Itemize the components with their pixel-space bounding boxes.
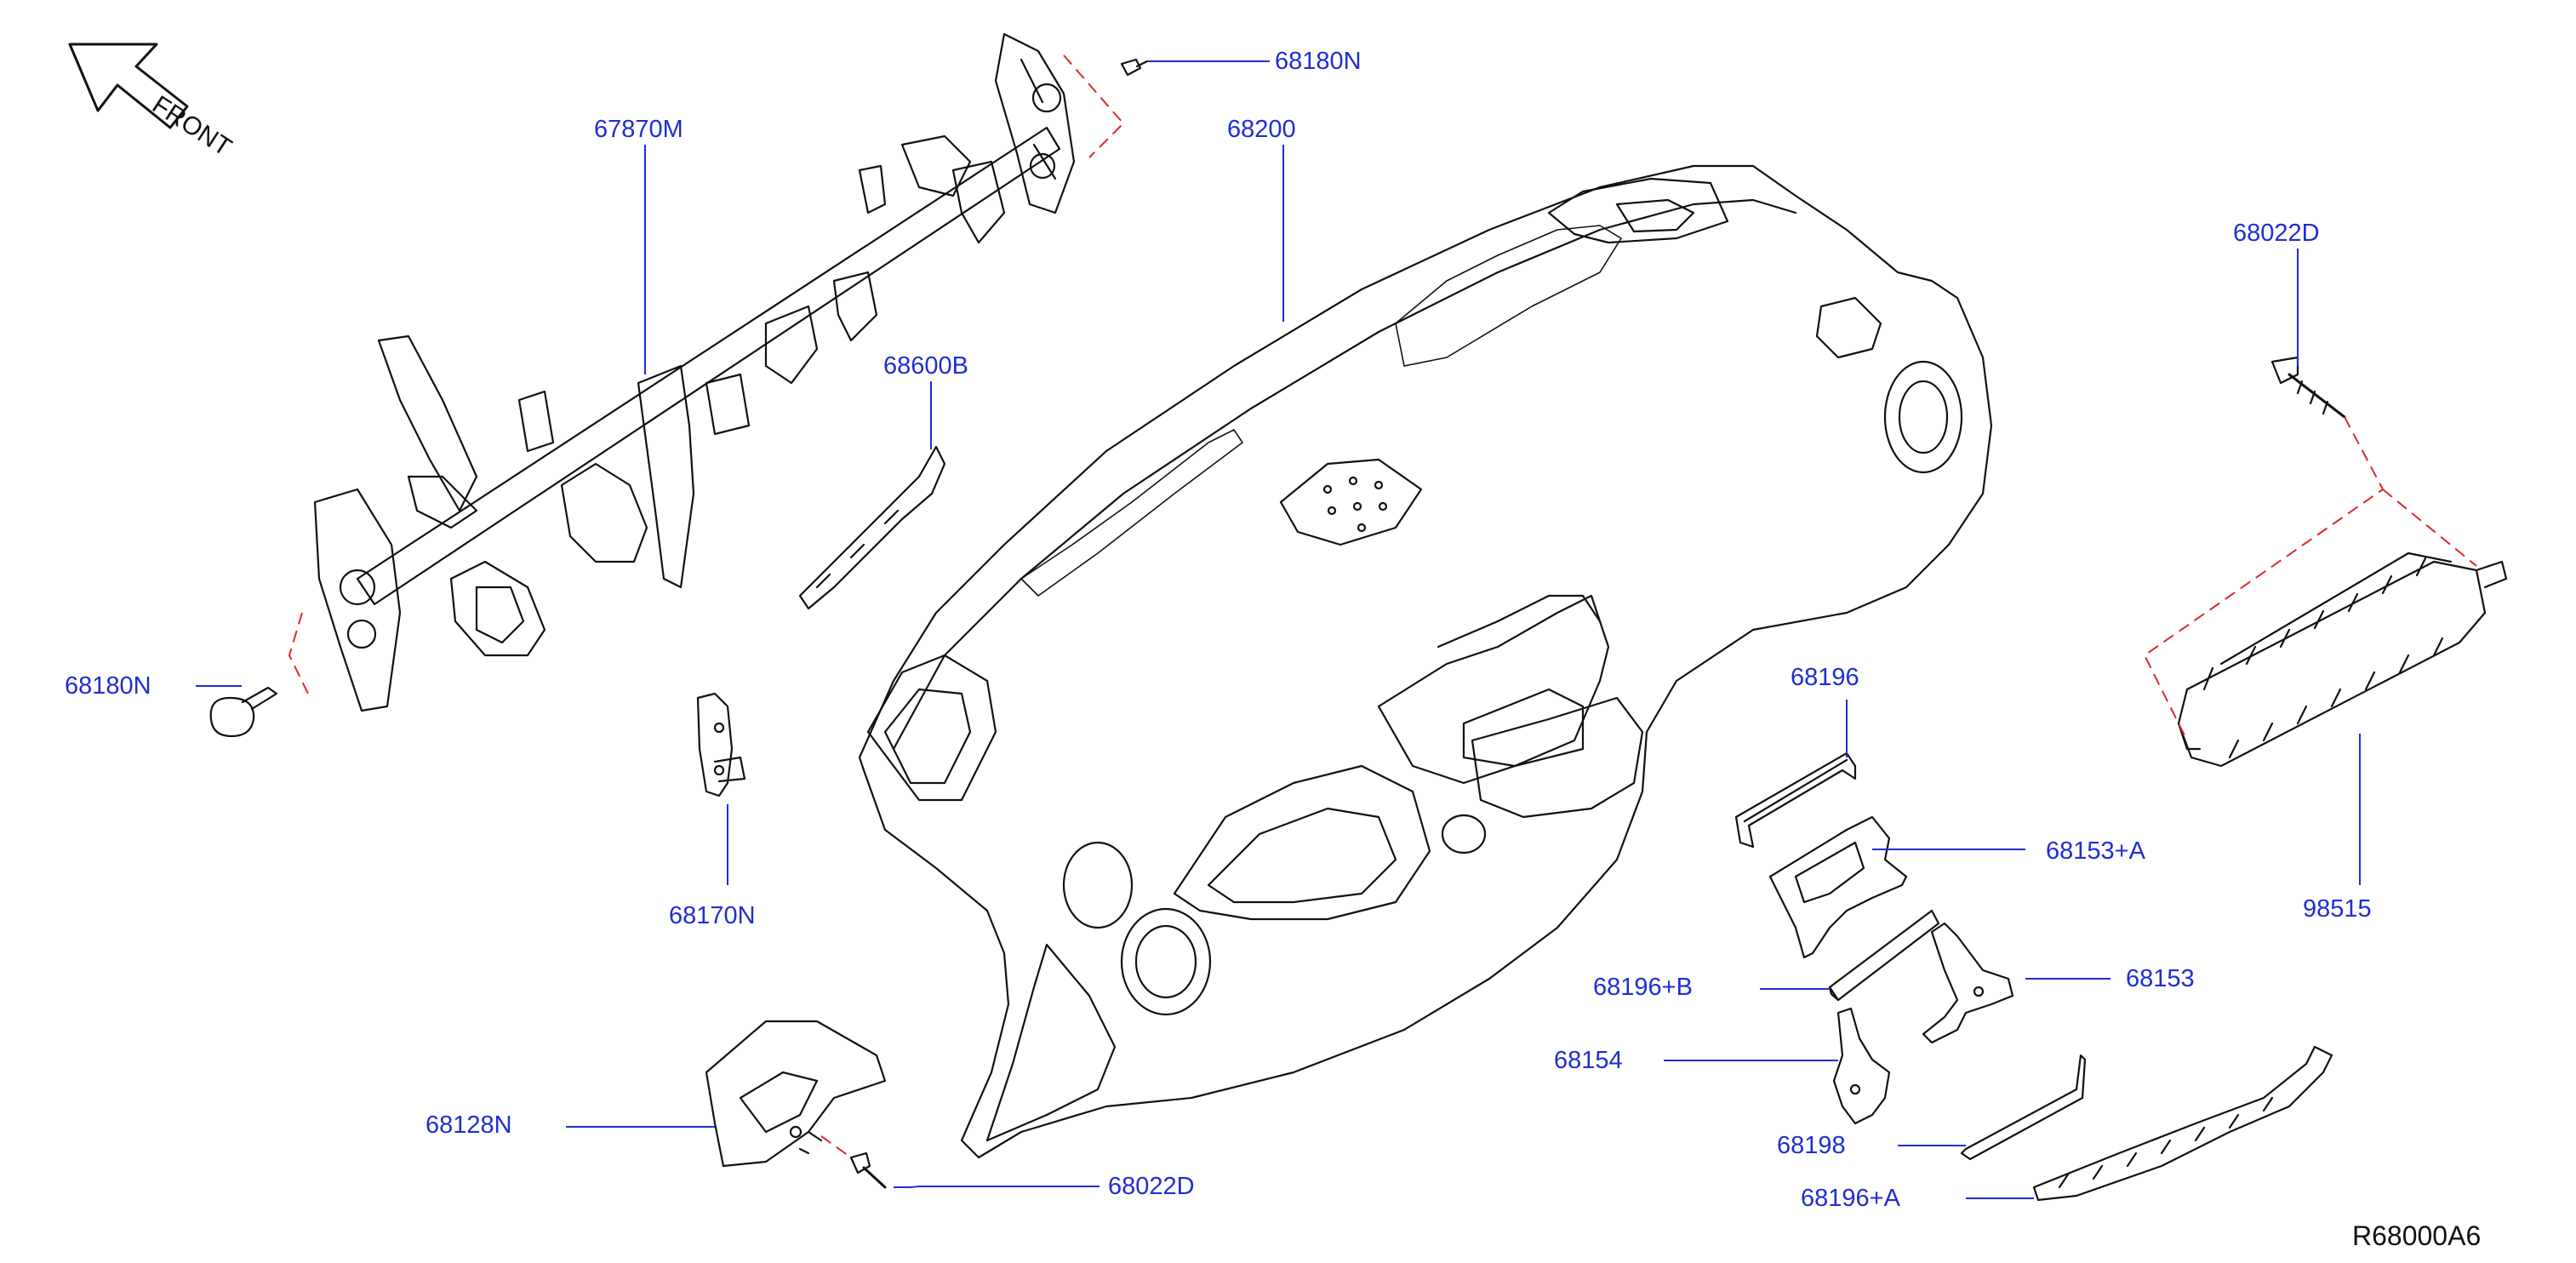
part-label-68128N: 68128N	[426, 1112, 512, 1139]
part-label-68170N: 68170N	[669, 902, 756, 929]
part-label-68022D-bottom: 68022D	[1108, 1173, 1195, 1200]
bracket-68170N	[696, 692, 746, 797]
instrument-panel-68200	[858, 164, 1993, 1159]
bracket-68128N	[705, 1020, 887, 1168]
airbag-module-98515	[2177, 551, 2508, 768]
part-label-68196: 68196	[1791, 664, 1859, 691]
part-label-68196A: 68196+A	[1801, 1185, 1900, 1212]
part-label-68153: 68153	[2126, 965, 2195, 992]
steering-member-67870M	[313, 32, 1076, 712]
clip-68180N-left	[209, 686, 278, 738]
bar-68196B	[1828, 909, 1940, 1002]
leader-lines	[196, 60, 2361, 1199]
bracket-68196	[1734, 752, 1857, 849]
part-label-68200: 68200	[1227, 116, 1296, 143]
bracket-68153A	[1768, 815, 1908, 959]
part-label-98515: 98515	[2303, 895, 2372, 923]
reference-code: R68000A6	[2352, 1220, 2482, 1251]
part-label-68180N-top: 68180N	[1275, 48, 1362, 75]
rod-68198	[1960, 1054, 2087, 1161]
bracket-68154	[1832, 1007, 1891, 1125]
bracket-68153	[1922, 922, 2014, 1044]
part-label-68196B: 68196+B	[1593, 974, 1693, 1001]
front-arrow-icon	[68, 43, 189, 129]
assembly-guides	[288, 54, 2477, 1158]
part-label-68180N-left: 68180N	[65, 672, 151, 700]
part-label-68198: 68198	[1777, 1132, 1846, 1159]
screw-68022D-top	[2270, 356, 2346, 419]
part-label-68022D-top: 68022D	[2233, 220, 2320, 247]
part-label-67870M: 67870M	[594, 116, 683, 143]
part-label-68600B: 68600B	[883, 352, 968, 380]
bracket-68196A	[2032, 1045, 2333, 1202]
bracket-68600B	[798, 445, 946, 610]
part-label-68153A: 68153+A	[2046, 837, 2145, 865]
screw-68022D-bottom	[849, 1152, 887, 1189]
part-label-68154: 68154	[1554, 1047, 1623, 1074]
clip-68180N-top	[1120, 58, 1149, 77]
